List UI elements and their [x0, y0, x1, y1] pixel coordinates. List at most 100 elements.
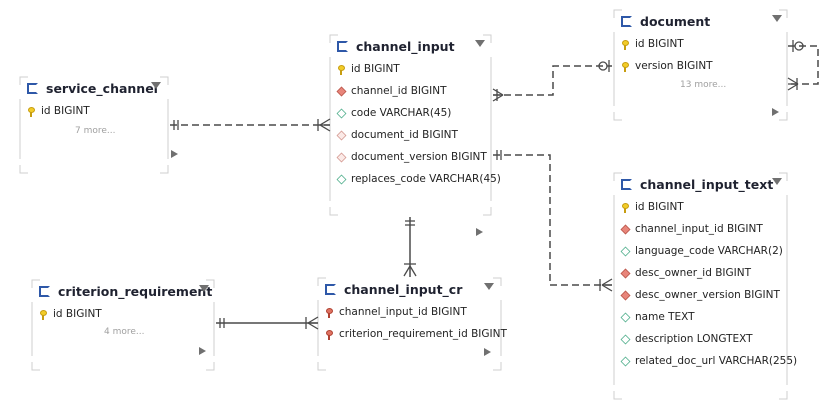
entity-title-text: channel_input_cr [344, 281, 463, 297]
entity-channel-input-cr[interactable]: channel_input_cr channel_input_id BIGINT c… [318, 278, 507, 370]
entity-title[interactable]: document [621, 10, 710, 32]
entity-title[interactable]: service_channel [27, 77, 158, 99]
column-row[interactable]: description LONGTEXT [620, 328, 753, 350]
entity-title[interactable]: channel_input_cr [325, 278, 462, 300]
column-row[interactable]: document_version BIGINT [336, 146, 487, 168]
optional-circle-mark [598, 61, 608, 71]
column-label: id BIGINT [635, 201, 684, 213]
foreign-primary-key-icon [325, 329, 334, 340]
primary-key-icon [621, 202, 630, 213]
column-icon [620, 246, 631, 256]
column-row[interactable]: desc_owner_id BIGINT [620, 262, 752, 284]
column-label: channel_input_id BIGINT [635, 223, 763, 235]
column-row[interactable]: channel_input_id BIGINT [620, 218, 763, 240]
column-row[interactable]: id BIGINT [27, 100, 90, 122]
crows-foot-mark [601, 278, 613, 292]
collapse-arrow-icon[interactable] [484, 283, 494, 290]
table-icon [621, 15, 632, 27]
crows-foot-mark [307, 316, 319, 330]
entity-border [19, 76, 169, 174]
table-icon [39, 285, 50, 297]
collapse-arrow-icon[interactable] [772, 178, 782, 185]
foreign-key-icon [620, 290, 631, 300]
column-label: id BIGINT [53, 308, 102, 320]
crows-foot-mark [492, 88, 504, 102]
column-label: desc_owner_version BIGINT [635, 289, 780, 301]
entity-title-text: channel_input [356, 38, 455, 54]
column-row[interactable]: name TEXT [620, 306, 695, 328]
column-label: document_version BIGINT [351, 151, 487, 163]
collapse-arrow-icon[interactable] [199, 285, 209, 292]
column-row[interactable]: criterion_requirement_id BIGINT [325, 323, 507, 345]
column-label: id BIGINT [41, 105, 90, 117]
column-row[interactable]: id BIGINT [621, 196, 684, 218]
column-icon [620, 312, 631, 322]
crows-foot-mark [319, 118, 331, 132]
column-row[interactable]: id BIGINT [337, 58, 400, 80]
entity-title[interactable]: channel_input [337, 35, 455, 57]
nullable-foreign-key-icon [336, 130, 347, 140]
expand-arrow-icon[interactable] [199, 347, 206, 355]
crows-foot-mark [787, 77, 799, 91]
column-row[interactable]: document_id BIGINT [336, 124, 458, 146]
column-label: desc_owner_id BIGINT [635, 267, 752, 279]
entity-border [613, 172, 788, 400]
column-row[interactable]: code VARCHAR(45) [336, 102, 452, 124]
column-label: replaces_code VARCHAR(45) [351, 173, 501, 185]
column-row[interactable]: id BIGINT [621, 33, 684, 55]
entity-title-text: criterion_requirement [58, 283, 213, 299]
foreign-key-icon [620, 268, 631, 278]
foreign-key-icon [620, 224, 631, 234]
column-row[interactable]: desc_owner_version BIGINT [620, 284, 780, 306]
column-label: channel_input_id BIGINT [339, 306, 467, 318]
primary-key-icon [337, 64, 346, 75]
column-label: channel_id BIGINT [351, 85, 447, 97]
expand-arrow-icon[interactable] [772, 108, 779, 116]
column-row[interactable]: language_code VARCHAR(2) [620, 240, 783, 262]
column-label: document_id BIGINT [351, 129, 458, 141]
column-label: language_code VARCHAR(2) [635, 245, 783, 257]
expand-arrow-icon[interactable] [476, 228, 483, 236]
column-label: name TEXT [635, 311, 695, 323]
column-row[interactable]: channel_input_id BIGINT [325, 301, 467, 323]
entity-document[interactable]: document id BIGINT version BIGINT 13 more..… [614, 10, 787, 120]
expand-arrow-icon[interactable] [484, 348, 491, 356]
entity-title[interactable]: channel_input_text [621, 173, 773, 195]
primary-key-icon [27, 106, 36, 117]
column-icon [620, 334, 631, 344]
primary-key-icon [621, 61, 630, 72]
column-row[interactable]: channel_id BIGINT [336, 80, 447, 102]
table-icon [27, 82, 38, 94]
column-row[interactable]: version BIGINT [621, 55, 713, 77]
relationship-document-channel-input[interactable] [493, 65, 612, 96]
relationship-channel-input-channel-input-text[interactable] [493, 154, 612, 286]
collapse-arrow-icon[interactable] [151, 82, 161, 89]
primary-key-icon [39, 309, 48, 320]
column-label: criterion_requirement_id BIGINT [339, 328, 507, 340]
column-label: description LONGTEXT [635, 333, 753, 345]
expand-arrow-icon[interactable] [171, 150, 178, 158]
column-icon [620, 356, 631, 366]
crows-foot-mark [403, 265, 417, 277]
more-columns-label[interactable]: 13 more... [680, 80, 727, 90]
collapse-arrow-icon[interactable] [475, 40, 485, 47]
entity-border [613, 9, 788, 121]
column-row[interactable]: replaces_code VARCHAR(45) [336, 168, 501, 190]
more-columns-label[interactable]: 4 more... [104, 327, 145, 337]
column-label: code VARCHAR(45) [351, 107, 452, 119]
column-row[interactable]: related_doc_url VARCHAR(255) [620, 350, 798, 372]
column-label: related_doc_url VARCHAR(255) [635, 355, 798, 367]
collapse-arrow-icon[interactable] [772, 15, 782, 22]
column-row[interactable]: id BIGINT [39, 303, 102, 325]
entity-border [31, 279, 215, 371]
entity-title[interactable]: criterion_requirement [39, 280, 212, 302]
column-label: id BIGINT [635, 38, 684, 50]
entity-title-text: service_channel [46, 80, 158, 96]
more-columns-label[interactable]: 7 more... [75, 126, 116, 136]
column-label: version BIGINT [635, 60, 713, 72]
